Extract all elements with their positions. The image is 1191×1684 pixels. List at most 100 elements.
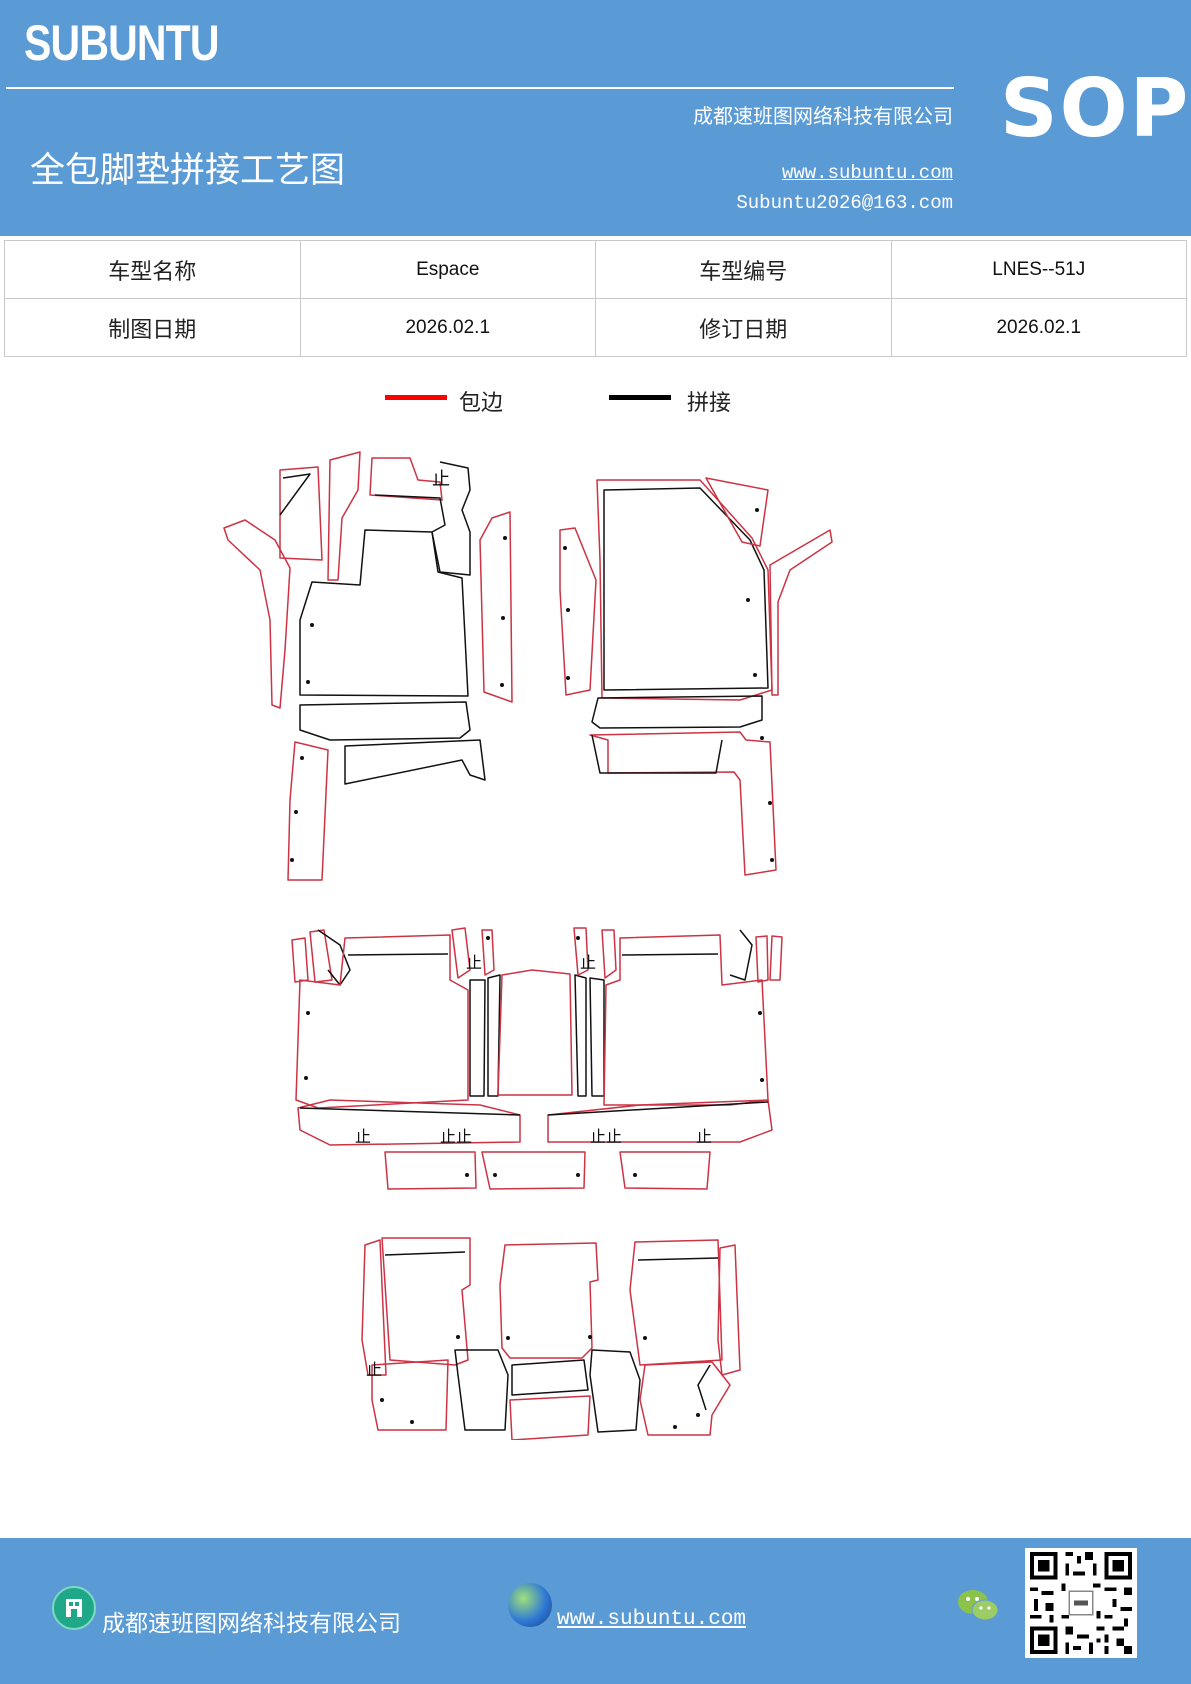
mat-piece [223,519,291,709]
table-row: 车型名称 Espace 车型编号 LNES--51J [4,240,1187,299]
front-right-mat-group [559,477,833,876]
legend-edge-swatch [385,395,447,400]
mat-piece [509,1395,591,1440]
mat-piece [559,527,597,696]
mat-piece [291,937,309,983]
mat-piece [279,466,323,561]
mat-piece [344,739,486,785]
mat-piece [591,695,763,729]
mat-piece [374,461,471,576]
header-email[interactable]: Subuntu2026@163.com [736,192,953,214]
mat-piece [589,1349,641,1433]
mat-piece [361,1239,387,1376]
mat-piece [479,511,513,703]
globe-icon [508,1583,552,1627]
mat-piece [769,529,833,696]
header-divider [6,87,954,89]
sop-label: SOP [1000,62,1191,155]
brand-logo: SUBUNTU [24,15,220,71]
draw-date-value: 2026.02.1 [299,298,596,357]
mat-piece [317,929,351,986]
model-name-value: Espace [299,240,596,299]
legend: 包边 拼接 [385,385,845,425]
mat-piece [347,953,449,956]
svg-text:止: 止 [355,1127,371,1146]
mat-piece [601,929,617,979]
front-left-mat-group: 止 [223,451,513,881]
mat-piece [547,1099,773,1143]
mat-piece [619,1151,711,1190]
mat-pattern-diagram: 止 [223,451,833,1440]
mat-piece [697,1364,711,1411]
legend-edge-label: 包边 [459,391,504,416]
mat-piece [589,731,777,876]
svg-text:止: 止 [366,1360,382,1379]
mat-piece [511,1359,589,1396]
revise-date-value: 2026.02.1 [890,298,1187,357]
mat-piece [371,1359,449,1431]
company-building-icon [52,1586,96,1630]
mat-piece [573,927,589,976]
mat-piece [327,451,361,581]
mat-piece [755,935,769,983]
legend-join-label: 拼接 [687,391,732,416]
page-title: 全包脚垫拼接工艺图 [30,151,346,191]
header-company: 成都速班图网络科技有限公司 [693,104,953,128]
mat-piece [639,1361,731,1436]
svg-text:止: 止 [432,469,450,490]
mat-piece [621,953,719,956]
mat-piece [451,927,471,979]
mat-piece [287,741,329,881]
revise-date-label: 修订日期 [595,298,892,357]
mat-piece [637,1257,719,1261]
mat-piece [603,487,769,691]
mat-piece [369,457,443,501]
mat-piece [499,1242,599,1359]
mat-piece [497,969,573,1096]
mat-piece [629,1239,723,1366]
mat-piece [279,473,311,516]
mat-piece [769,935,783,981]
mat-piece [574,974,587,1097]
wechat-icon[interactable] [955,1586,1003,1626]
svg-text:止: 止 [466,953,482,972]
mat-piece [717,1244,741,1376]
table-row: 制图日期 2026.02.1 修订日期 2026.02.1 [4,298,1187,357]
svg-text:止: 止 [580,953,596,972]
svg-text:止止: 止止 [440,1127,472,1146]
mat-piece [469,979,486,1097]
mat-piece [729,929,753,981]
mat-piece [299,529,469,697]
model-code-value: LNES--51J [890,240,1187,299]
svg-text:止: 止 [696,1127,712,1146]
model-code-label: 车型编号 [595,240,892,299]
mat-piece [481,929,495,976]
header-website-link[interactable]: www.subuntu.com [781,162,953,184]
rear-row-mat-group: 止 [361,1237,741,1440]
mat-piece [481,1151,586,1190]
mat-piece [454,1349,509,1431]
mat-piece [299,1107,521,1116]
draw-date-label: 制图日期 [4,298,301,357]
mat-piece [547,1101,769,1116]
mat-piece [295,934,469,1109]
qr-code[interactable] [1025,1548,1137,1658]
page-header: SUBUNTU 成都速班图网络科技有限公司 全包脚垫拼接工艺图 www.subu… [0,0,1191,236]
mat-piece [591,734,723,774]
footer-company: 成都速班图网络科技有限公司 [102,1611,401,1637]
footer-website-link[interactable]: www.subuntu.com [557,1608,747,1631]
mat-piece [384,1151,477,1190]
model-name-label: 车型名称 [4,240,301,299]
mat-piece [381,1237,471,1366]
mat-piece [705,477,769,547]
mat-piece [299,701,471,741]
model-info-table: 车型名称 Espace 车型编号 LNES--51J 制图日期 2026.02.… [4,240,1187,357]
middle-row-mat-group: 止 止 止 止止 止止 止 [291,927,783,1190]
mat-piece [589,977,605,1097]
legend-join-swatch [609,395,671,400]
mat-piece [297,1099,521,1146]
mat-piece [487,974,501,1097]
mat-piece [384,1251,466,1256]
mat-piece [603,934,769,1106]
mat-piece [596,479,773,701]
